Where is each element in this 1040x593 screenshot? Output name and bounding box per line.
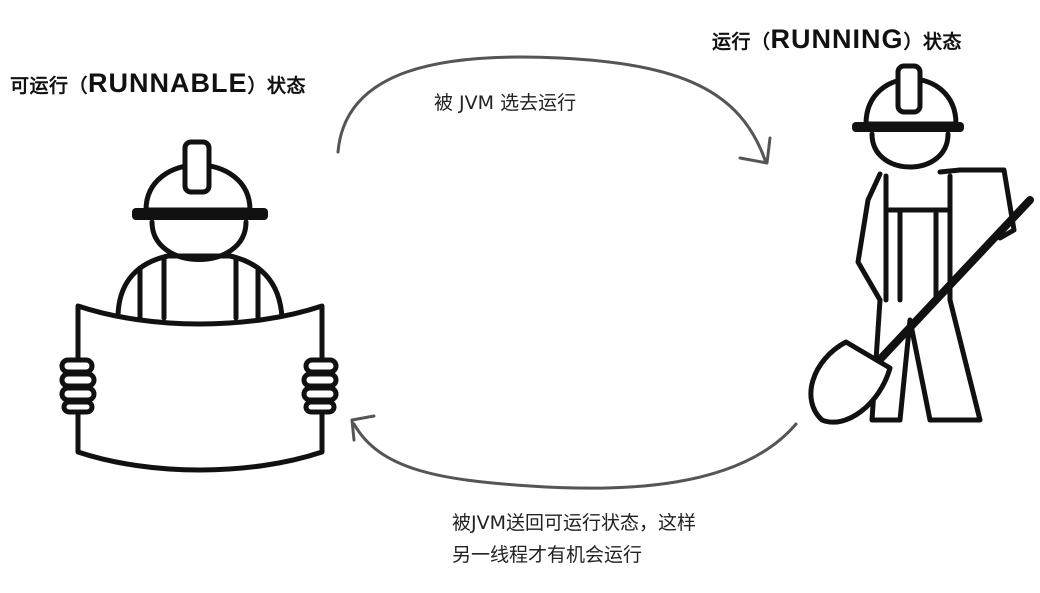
back-to-runnable-label-line2: 另一线程才有机会运行	[452, 544, 643, 566]
worker-with-shovel-icon	[808, 63, 1034, 425]
back-to-runnable-label-line1: 被JVM送回可运行状态，这样	[452, 512, 696, 534]
runnable-title-prefix: 可运行（	[10, 75, 89, 97]
running-title-prefix: 运行（	[712, 31, 771, 53]
runnable-title-name: RUNNABLE	[88, 68, 248, 98]
to-running-label: 被 JVM 选去运行	[434, 92, 577, 114]
runnable-state-title: 可运行（RUNNABLE）状态	[10, 68, 306, 99]
worker-reading-plan-icon	[59, 139, 339, 473]
runnable-title-suffix: ）状态	[247, 75, 307, 97]
arrow-to-running	[336, 55, 772, 165]
running-title-name: RUNNING	[770, 24, 904, 54]
running-title-suffix: ）状态	[903, 31, 963, 53]
running-state-title: 运行（RUNNING）状态	[712, 24, 962, 55]
arrow-back-to-runnable	[350, 414, 798, 490]
